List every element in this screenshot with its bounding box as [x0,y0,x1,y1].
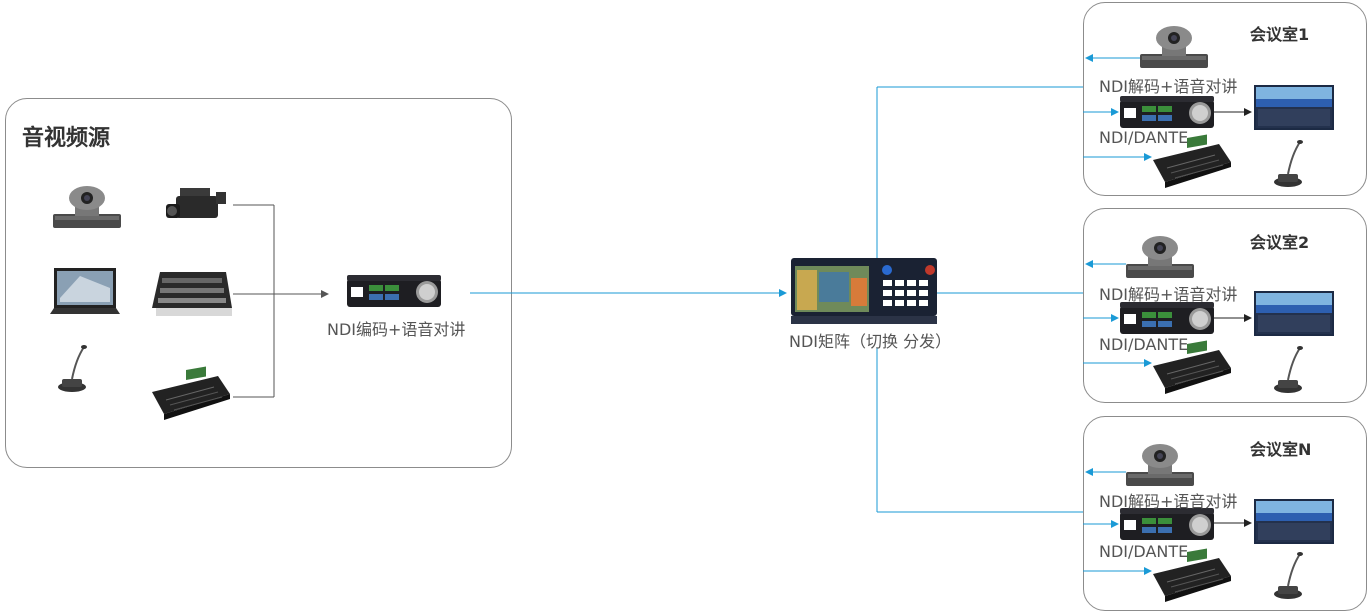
roomn-title: 会议室N [1250,440,1312,459]
room2-ptz-camera-icon [1126,236,1194,278]
roomn-decoder-label: NDI解码+语音对讲 [1099,492,1238,511]
source-bracket [233,204,329,398]
ndi-matrix-device [791,258,937,324]
room2-display-screen-icon [1254,291,1334,336]
encoder-label: NDI编码+语音对讲 [327,320,466,339]
room1-ptz-camera-icon [1140,26,1208,68]
roomn-gooseneck-mic-icon [1273,551,1304,600]
ndi-encoder-device [347,275,441,307]
gooseneck-mic-icon [57,344,88,393]
room1-title: 会议室1 [1250,25,1310,44]
room2-links [1083,260,1152,367]
room2-ndi-decoder-device [1120,302,1214,334]
roomn-ndi-decoder-device [1120,508,1214,540]
ptz-camera-icon [53,186,121,228]
roomn-audio-label: NDI/DANTE [1099,542,1189,561]
room1-audio-label: NDI/DANTE [1099,128,1189,147]
roomn-display-screen-icon [1254,499,1334,544]
roomn-ptz-camera-icon [1126,444,1194,486]
room1-display-screen-icon [1254,85,1334,130]
audio-mixer-icon [151,365,231,421]
source-panel-title: 音视频源 [22,126,111,151]
room2-gooseneck-mic-icon [1273,345,1304,394]
laptop-icon [50,268,120,314]
room1-gooseneck-mic-icon [1273,139,1304,188]
video-switcher-icon [152,272,232,316]
room2-decoder-label: NDI解码+语音对讲 [1099,285,1238,304]
roomn-links [1083,468,1152,575]
camcorder-icon [166,188,226,218]
matrix-label: NDI矩阵（切换 分发） [789,332,952,351]
room1-decoder-label: NDI解码+语音对讲 [1099,77,1238,96]
room1-links [1083,54,1152,161]
room2-title: 会议室2 [1250,233,1310,252]
room2-audio-label: NDI/DANTE [1099,335,1189,354]
matrix-distribution [876,86,1083,513]
room1-ndi-decoder-device [1120,96,1214,128]
